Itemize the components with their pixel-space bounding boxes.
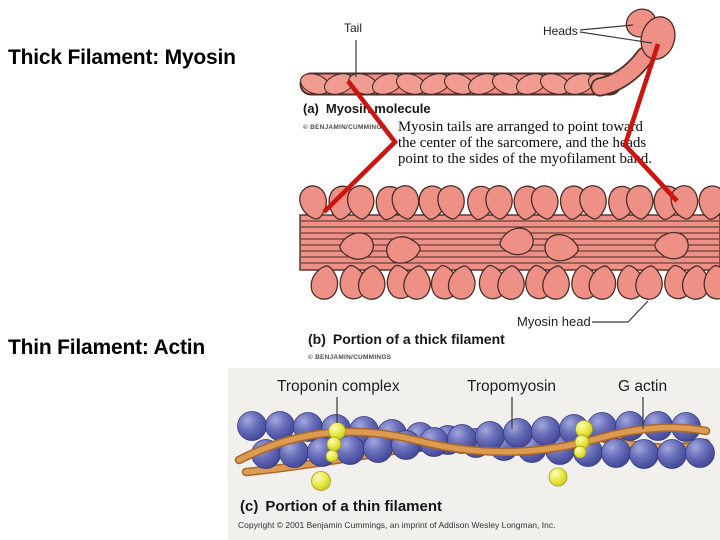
heads-leader-line-1	[579, 24, 634, 31]
heads-leader-line-2	[579, 31, 653, 44]
thin-filament-diagram	[234, 397, 715, 491]
g-actin-label: G actin	[618, 378, 668, 395]
credit-a: © BENJAMIN/CUMMINGS	[303, 124, 387, 131]
caption-c: (c) Portion of a thin filament	[240, 498, 442, 515]
myosin-head-lobe-front	[640, 16, 676, 60]
annotation-line-3: point to the sides of the myofilament ba…	[398, 151, 652, 168]
tropomyosin-label: Tropomyosin	[467, 378, 557, 395]
myosin-head-lobe-back	[625, 8, 657, 38]
myosin-molecule-diagram	[299, 8, 676, 97]
tail-label: Tail	[344, 21, 363, 35]
caption-b: (b) Portion of a thick filament	[308, 331, 505, 347]
thick-filament-diagram	[296, 182, 720, 323]
annotation-line-1: Myosin tails are arranged to point towar…	[398, 119, 643, 135]
heads-label: Heads	[543, 24, 578, 38]
troponin-complex-label: Troponin complex	[277, 378, 400, 395]
caption-a-prefix: (a)	[303, 101, 319, 116]
caption-c-prefix: (c)	[240, 498, 259, 515]
caption-c-label: Portion of a thin filament	[265, 498, 443, 515]
copyright-line: Copyright © 2001 Benjamin Cummings, an i…	[238, 520, 556, 530]
caption-b-label: Portion of a thick filament	[332, 331, 505, 347]
caption-a: (a) Myosin molecule	[303, 101, 431, 116]
credit-b: © BENJAMIN/CUMMINGS	[308, 354, 392, 361]
thin-filament-title: Thin Filament: Actin	[8, 336, 206, 359]
annotation-text: Myosin tails are arranged to point towar…	[398, 119, 652, 168]
thick-filament-title: Thick Filament: Myosin	[8, 46, 236, 69]
annotation-line-2: the center of the sarcomere, and the hea…	[398, 135, 647, 152]
caption-b-prefix: (b)	[308, 331, 326, 347]
caption-a-label: Myosin molecule	[325, 101, 431, 116]
myosin-head-leader-line	[592, 300, 649, 323]
myosin-head-label: Myosin head	[517, 314, 591, 329]
